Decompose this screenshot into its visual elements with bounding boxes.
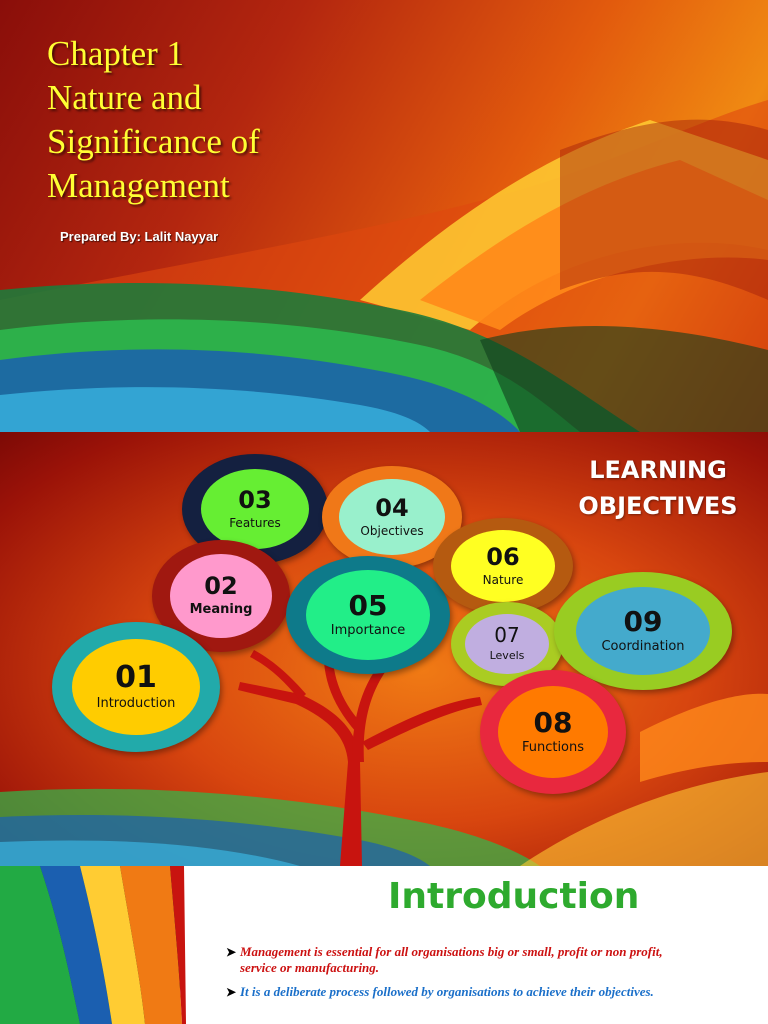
objective-label: Functions: [521, 740, 585, 756]
objective-number: 06: [486, 542, 520, 571]
objective-label: Meaning: [189, 602, 253, 618]
objective-label: Nature: [482, 572, 524, 587]
heading-line: LEARNING: [589, 456, 727, 484]
title-slide: Chapter 1 Nature and Significance of Man…: [0, 0, 768, 432]
decorative-waves-background: [0, 866, 186, 1024]
chapter-title-line: Management: [47, 166, 230, 205]
bullet-item: ➤ It is a deliberate process followed by…: [226, 984, 676, 1000]
introduction-slide: Introduction ➤ Management is essential f…: [0, 866, 768, 1024]
objective-number: 09: [623, 605, 663, 638]
objective-circle-objectives: 04 Objectives: [322, 466, 462, 568]
chapter-title-line: Nature and: [47, 78, 202, 117]
chapter-title: Chapter 1 Nature and Significance of Man…: [47, 32, 260, 208]
objective-number: 02: [204, 572, 238, 601]
objective-number: 05: [348, 589, 388, 622]
decorative-waves-background: [0, 693, 768, 866]
objective-number: 07: [494, 623, 520, 648]
objective-circle-functions: 08 Functions: [480, 670, 626, 794]
bullet-item: ➤ Management is essential for all organi…: [226, 944, 676, 976]
heading-line: OBJECTIVES: [578, 492, 738, 520]
objective-circle-coordination: 09 Coordination: [554, 572, 732, 690]
objective-label: Importance: [330, 623, 406, 639]
objective-label: Levels: [489, 649, 525, 663]
arrow-bullet-icon: ➤: [226, 985, 237, 999]
learning-objectives-heading: LEARNING OBJECTIVES: [568, 452, 748, 524]
objective-number: 03: [238, 485, 272, 514]
introduction-title: Introduction: [388, 876, 640, 917]
learning-objectives-slide: LEARNING OBJECTIVES 03 Features 04 Objec…: [0, 432, 768, 866]
chapter-title-line: Chapter 1: [47, 34, 185, 73]
objective-circle-nature: 06 Nature: [433, 518, 573, 614]
prepared-by-text: Prepared By: Lalit Nayyar: [60, 229, 219, 244]
objective-label: Features: [229, 515, 281, 530]
objective-circle-introduction: 01 Introduction: [52, 622, 220, 752]
objective-label: Introduction: [96, 696, 176, 712]
objective-number: 08: [533, 706, 573, 739]
objective-label: Objectives: [360, 523, 424, 538]
chapter-title-line: Significance of: [47, 122, 260, 161]
arrow-bullet-icon: ➤: [226, 945, 237, 959]
objective-number: 01: [115, 659, 157, 695]
decorative-waves-background: [0, 100, 768, 432]
objective-circle-importance: 05 Importance: [286, 556, 450, 674]
bullet-text: Management is essential for all organisa…: [240, 944, 663, 975]
bullet-text: It is a deliberate process followed by o…: [240, 984, 654, 999]
introduction-bullet-list: ➤ Management is essential for all organi…: [226, 944, 676, 1008]
objective-number: 04: [375, 493, 409, 522]
objective-label: Coordination: [601, 639, 685, 655]
